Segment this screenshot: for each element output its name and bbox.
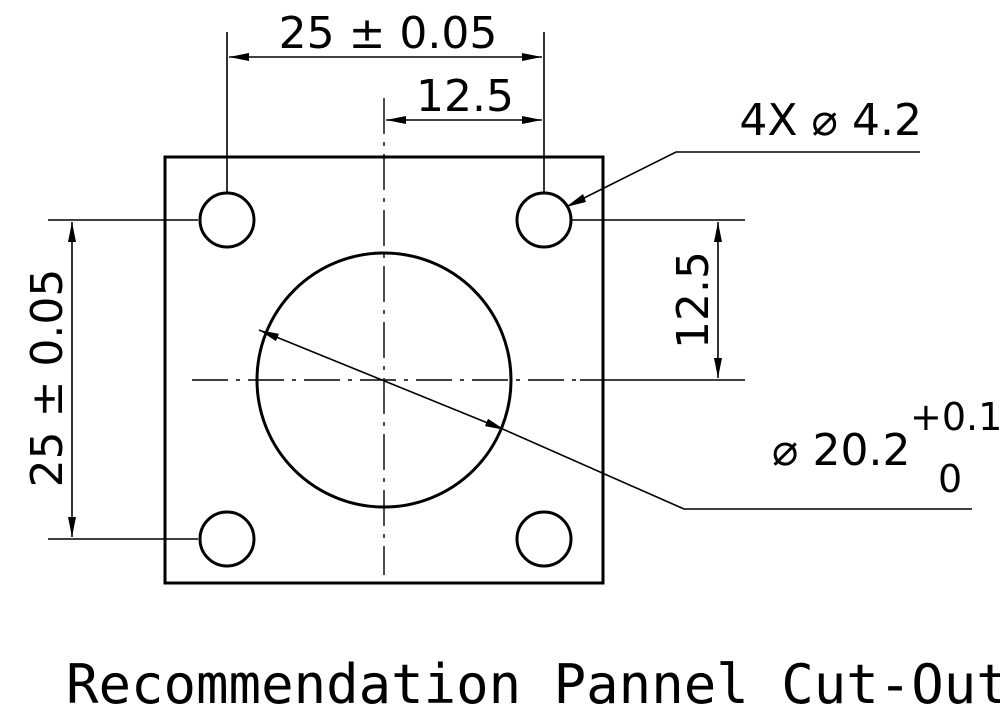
drawing-caption: Recommendation Pannel Cut-Out — [66, 653, 1000, 715]
bore-leader — [504, 429, 972, 510]
dimension-label-right: 12.5 — [668, 251, 719, 349]
hole-callout-leader — [565, 151, 920, 208]
bore-tolerance-upper: +0.1 — [910, 395, 1000, 439]
mounting-hole-top-left — [198, 191, 256, 249]
center-bore-circle — [255, 251, 513, 509]
dimension-label-top: 25 ± 0.05 — [279, 8, 498, 59]
bore-diameter-line — [258, 329, 506, 431]
hole-callout-label: 4X ⌀ 4.2 — [739, 95, 922, 146]
hole-callout-arrowhead — [566, 194, 586, 207]
mounting-hole-top-right — [515, 191, 573, 249]
dimension-label-half-horizontal: 12.5 — [416, 71, 514, 122]
bore-diameter-label: ⌀ 20.2 — [772, 425, 910, 476]
dimension-label-left: 25 ± 0.05 — [22, 269, 73, 488]
mounting-hole-bottom-right — [515, 510, 573, 568]
bore-tolerance-lower: 0 — [938, 457, 962, 501]
mounting-hole-bottom-left — [198, 510, 256, 568]
